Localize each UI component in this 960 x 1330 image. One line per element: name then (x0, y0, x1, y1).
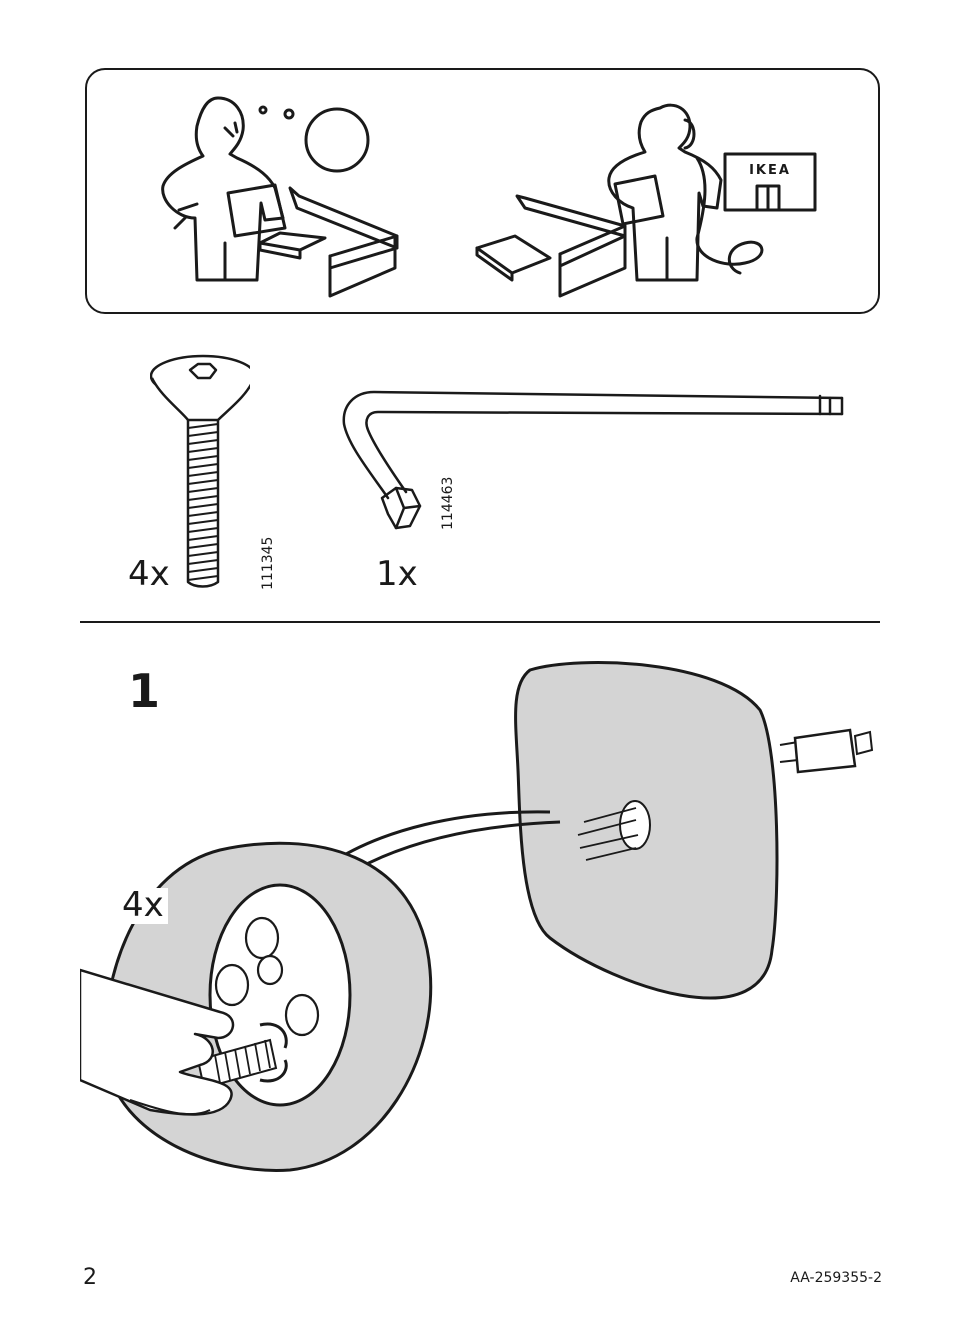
help-illustration: IKEA (161, 96, 817, 298)
section-divider (80, 621, 880, 623)
seat-disc-icon (514, 661, 874, 1000)
step-number: 1 (128, 664, 161, 718)
board-pieces-icon (475, 194, 627, 298)
detail-view-icon (80, 841, 433, 1172)
help-panel (85, 68, 880, 314)
store-sign: IKEA (749, 163, 791, 178)
board-pieces-icon (258, 186, 399, 298)
part-quantity: 4x (128, 554, 170, 594)
step-quantity: 4x (118, 887, 168, 924)
confused-person-icon (161, 96, 370, 282)
part-number: 111345 (260, 536, 276, 590)
phone-person-icon (607, 103, 764, 282)
page-number: 2 (83, 1265, 97, 1290)
part-quantity: 1x (376, 554, 418, 594)
part-number: 114463 (440, 476, 456, 530)
document-code: AA-259355-2 (790, 1270, 882, 1286)
screw-icon (150, 354, 250, 588)
store-icon (723, 152, 817, 212)
allen-key-icon (342, 390, 844, 530)
step-illustration (80, 661, 874, 1172)
